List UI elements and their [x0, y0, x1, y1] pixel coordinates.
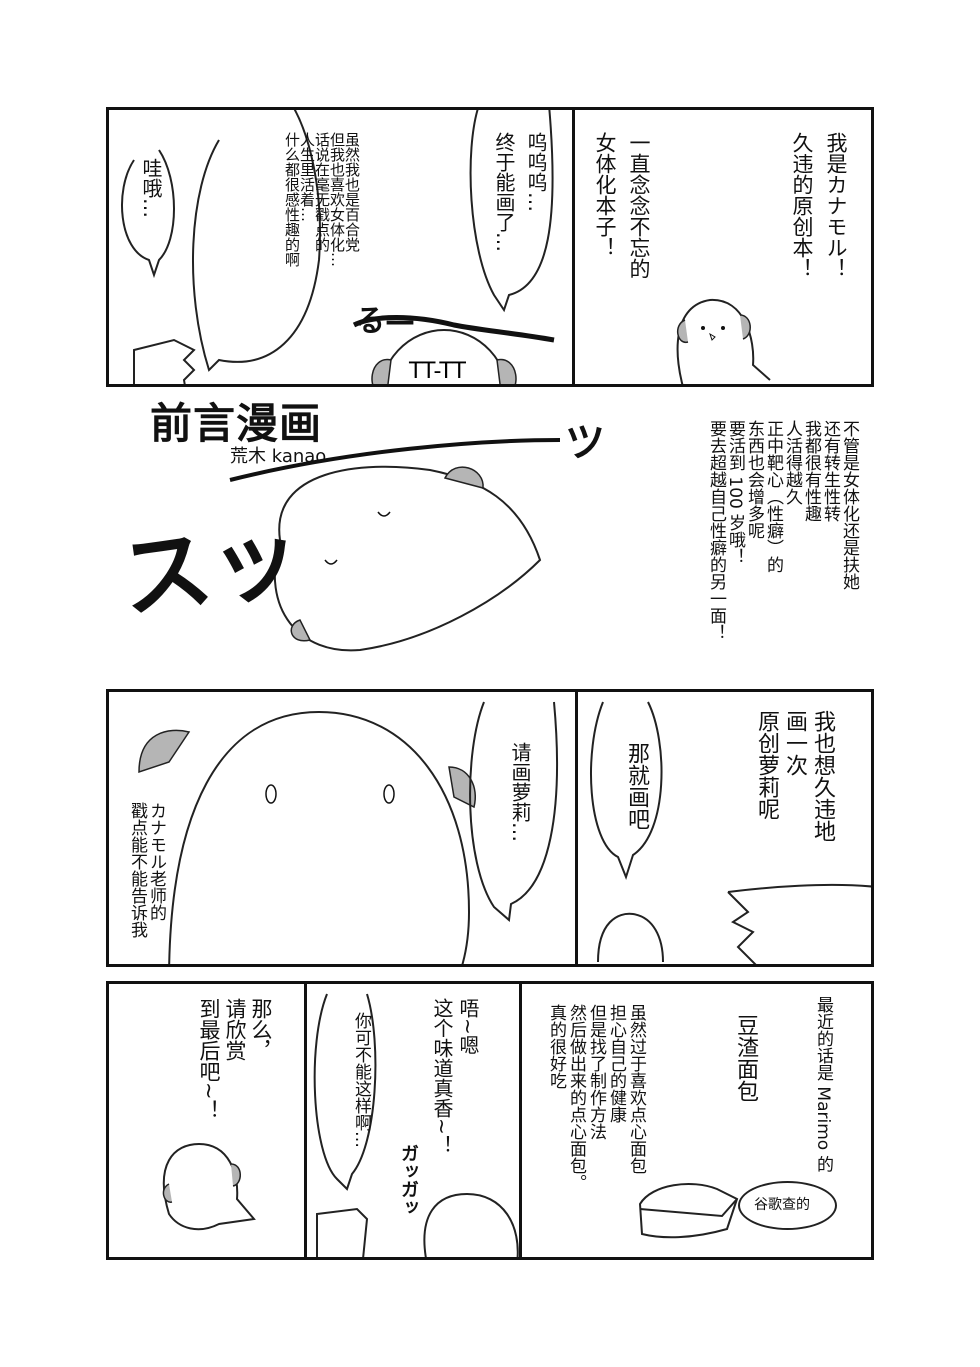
author-name: 荒木 kanao [230, 446, 327, 467]
small-speech-bubble [738, 1181, 837, 1230]
sfx-gaga: ガッガッ [398, 1144, 419, 1216]
narration-intro: 我是カナモル！ 久违的原创本！ [790, 132, 848, 279]
speech-bubble-tasty: 唔~嗯 这个味道真香~！ [430, 998, 480, 1155]
panel-row3-middle: 唔~嗯 这个味道真香~！ 你可不能这样啊… ガッガッ [304, 981, 522, 1260]
panel-row2-right: 我也想久违地 画一次 原创萝莉呢 那就画吧 [575, 689, 874, 967]
svg-text:TT-TT: TT-TT [408, 359, 466, 384]
panel-row1-right: 我是カナモル！ 久违的原创本！ 一直念念不忘的 女体化本子！ [572, 107, 874, 387]
panel-row1-left: TT-TT 呜呜呜… 终于能画了… 虽然我也是百合党 但我也喜欢女体化… 话说在… [106, 107, 575, 387]
narration-question: カナモル老师的 戳点能不能告诉我 [127, 802, 166, 938]
narration-wish: 一直念念不忘的 女体化本子！ [593, 132, 651, 279]
big-mascot-art [229, 438, 561, 652]
mascot-art [162, 1142, 256, 1231]
small-bubble-text: 谷歌查的 [754, 1197, 810, 1213]
sfx-tsu: ツ [565, 420, 605, 466]
speech-bubble-cry: 呜呜呜… 终于能画了… [492, 132, 548, 252]
speech-bubble-wow: 哇哦… [139, 158, 163, 218]
tofu-bread-art [638, 1183, 739, 1239]
character-art: TT-TT [121, 110, 555, 384]
narration-want-draw: 我也想久违地 画一次 原创萝莉呢 [754, 710, 835, 842]
speech-bubble-dont: 你可不能这样啊… [351, 1012, 371, 1148]
speech-bubble-request: 请画萝莉… [508, 742, 532, 842]
side-narration: 不管是女体化还是扶她 还有转生性转 我都很有性趣 人活得越久 正中靶心（性癖）的… [706, 420, 859, 641]
mascot-art [590, 701, 871, 964]
panel-row3-left: 那么， 请欣赏 到最后吧~！ [106, 981, 307, 1260]
panel-row2-left: 请画萝莉… カナモル老师的 戳点能不能告诉我 [106, 689, 578, 967]
sfx-suu: スッ [114, 503, 308, 633]
narration-closing: 那么， 请欣赏 到最后吧~！ [197, 998, 273, 1121]
panel-row3-right: 谷歌查的 最近的话是 Marimo 的 豆渣面包 虽然过于喜欢点心面包 担心自己… [519, 981, 874, 1260]
mascot-art [676, 298, 771, 384]
speech-bubble-draw: 那就画吧 [624, 742, 649, 830]
narration-recent: 最近的话是 Marimo 的 [813, 996, 833, 1173]
speech-bubble-long: 虽然我也是百合党 但我也喜欢女体化… 话说在毫无戳点的 人生里活着… 什么都很感… [283, 132, 361, 267]
narration-bread: 虽然过于喜欢点心面包 担心自己的健康 但是找了制作方法 然后做出来的点心面包。 … [546, 1004, 646, 1191]
eating-character-art [313, 993, 519, 1257]
sfx-ru: る— [355, 304, 415, 339]
mascot-closeup-art [138, 701, 559, 964]
page-title: 前言漫画 [150, 399, 323, 448]
heading-tofu-bread: 豆渣面包 [733, 1014, 758, 1102]
